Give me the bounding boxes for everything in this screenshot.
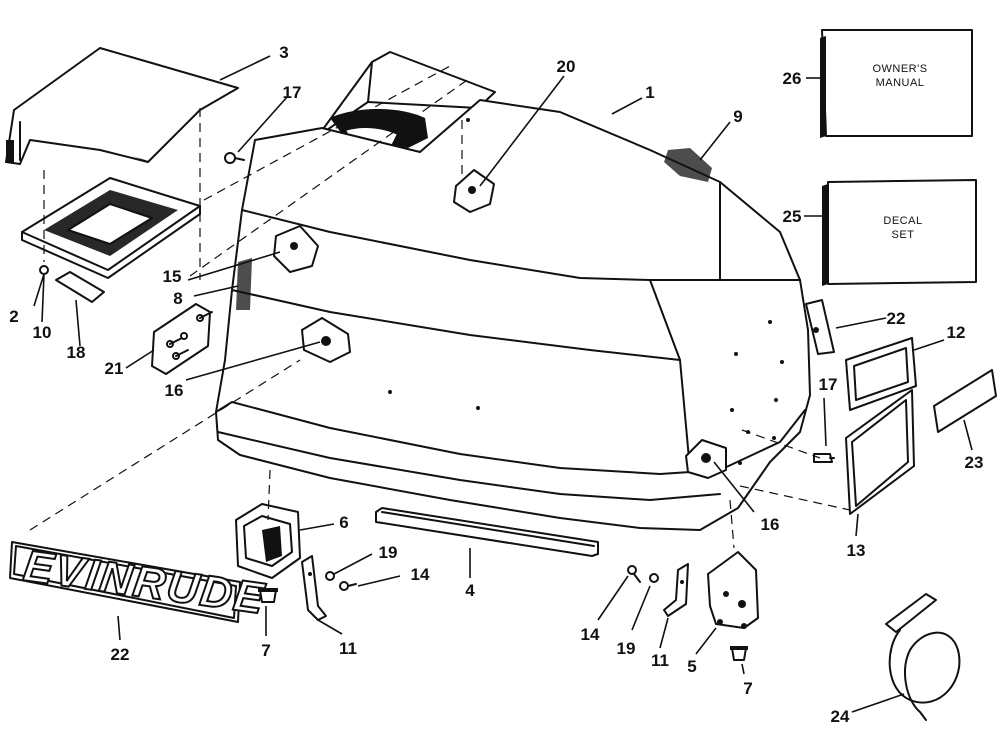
leader-lines: [33, 55, 973, 713]
grommet-16-left: [301, 317, 351, 363]
manual-label-line2: MANUAL: [876, 77, 925, 89]
brand-plate-text: EVINRUDE: [21, 541, 269, 623]
screw-17-right: [813, 453, 835, 463]
decal-set-box-25: DECAL SET: [822, 179, 977, 286]
callout-23: 23: [965, 453, 984, 472]
rubber-strip-18: [55, 271, 105, 303]
callout-8: 8: [173, 289, 182, 308]
decal-label-line2: SET: [892, 229, 915, 241]
callout-21: 21: [105, 359, 124, 378]
callout-6: 6: [339, 513, 348, 532]
callout-26: 26: [783, 69, 802, 88]
screw-14-left: [339, 581, 357, 591]
callout-4: 4: [465, 581, 475, 600]
callout-16-right: 16: [761, 515, 780, 534]
callout-19-left: 19: [379, 543, 398, 562]
callout-7-left: 7: [261, 641, 270, 660]
callout-1: 1: [645, 83, 654, 102]
callout-11-right: 11: [651, 651, 669, 670]
callout-3: 3: [279, 43, 288, 62]
callout-9: 9: [733, 107, 742, 126]
callout-14-right: 14: [581, 625, 600, 644]
vent-panel-13: [845, 389, 915, 515]
screw-14-right: [627, 565, 641, 583]
callout-18: 18: [67, 343, 86, 362]
callout-20: 20: [557, 57, 576, 76]
screw-17-left: [224, 152, 245, 164]
owners-manual-box-26: OWNER'S MANUAL: [820, 29, 973, 138]
side-bracket-22: [805, 299, 835, 355]
grille-frame-2: [21, 177, 201, 279]
callout-13: 13: [847, 541, 866, 560]
screw-10: [39, 265, 49, 275]
vent-frame-12: [845, 337, 917, 411]
callout-17-right: 17: [819, 375, 838, 394]
decal-label-line1: DECAL: [883, 215, 922, 227]
hinge-bracket-6: [235, 503, 301, 579]
callout-19-right: 19: [617, 639, 636, 658]
rubber-foot-7-right: [730, 646, 748, 661]
callout-12: 12: [947, 323, 966, 342]
foam-strip-23: [933, 369, 997, 433]
callout-14-left: 14: [411, 565, 430, 584]
callout-22-bracket: 22: [887, 309, 906, 328]
callout-25: 25: [783, 207, 802, 226]
engine-cover: [215, 51, 811, 531]
callout-15: 15: [163, 267, 182, 286]
callout-24: 24: [831, 707, 850, 726]
rubber-foot-7-left: [258, 588, 278, 603]
callout-2: 2: [9, 307, 18, 326]
choke-cable-24: [885, 593, 961, 721]
hood-cap-3: [5, 47, 239, 165]
callout-11-left: 11: [339, 639, 357, 658]
seal-strip-4: [375, 507, 599, 557]
grommet-16-right: [685, 439, 727, 479]
seal-strip-9: [664, 148, 712, 182]
washer-19-right: [649, 573, 659, 583]
callout-numbers: 1 2 3 4 5 6 7 7 8 9 10 11 11 12 13 14 14…: [9, 43, 983, 726]
dashed-guides: [29, 65, 851, 549]
evinrude-nameplate-22: EVINRUDE: [9, 540, 269, 625]
mounting-plate-21: [151, 303, 213, 375]
callout-17-left: 17: [283, 83, 302, 102]
callout-5: 5: [687, 657, 696, 676]
seal-strip-8: [236, 258, 252, 310]
callout-7-right: 7: [743, 679, 752, 698]
manual-label-line1: OWNER'S: [872, 63, 927, 75]
link-bracket-11-right: [663, 563, 689, 617]
latch-plate-5: [707, 551, 759, 629]
callout-16-left: 16: [165, 381, 184, 400]
callout-10: 10: [33, 323, 52, 342]
callout-22-plate: 22: [111, 645, 130, 664]
washer-19-left: [325, 571, 335, 581]
latch-bracket-15: [273, 225, 319, 273]
link-bracket-11-left: [301, 555, 327, 621]
